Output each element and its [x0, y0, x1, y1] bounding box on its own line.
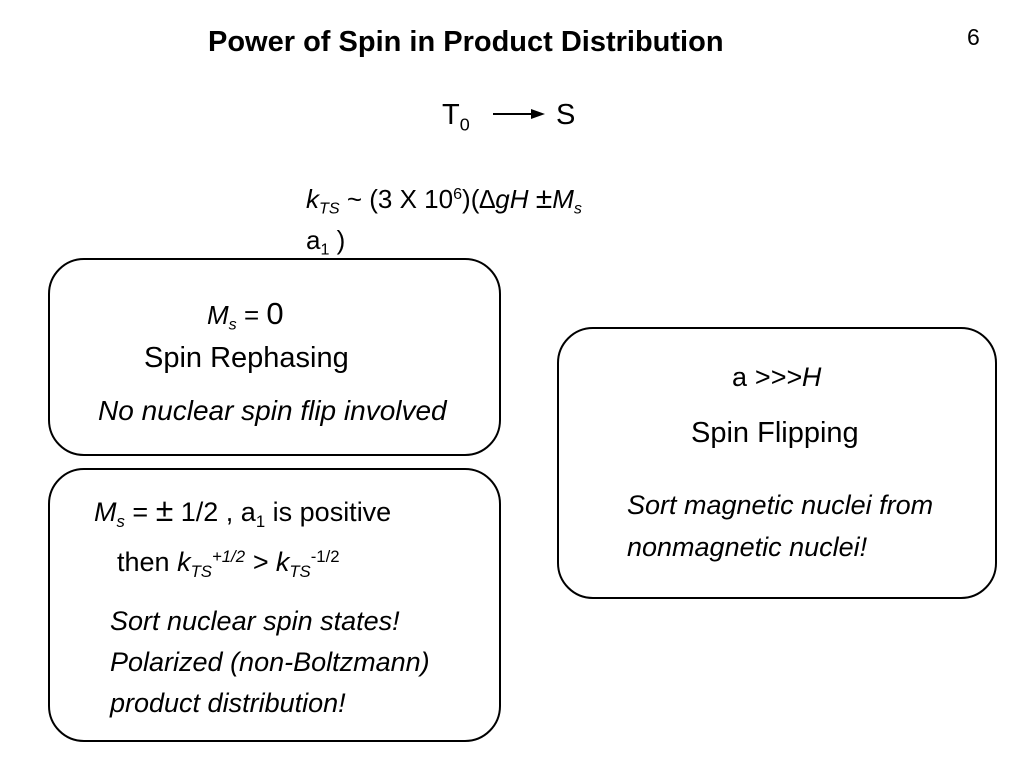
half-plus-minus: ±: [155, 492, 174, 528]
half-note-line2: Polarized (non-Boltzmann): [110, 647, 430, 677]
rate-M: M: [552, 184, 574, 214]
half-k2-sup: -1/2: [310, 546, 340, 566]
slide-title: Power of Spin in Product Distribution: [208, 26, 724, 58]
rate-M-sub: s: [573, 199, 582, 218]
flipping-op: >>>: [754, 362, 802, 392]
transition-to: S: [556, 99, 576, 131]
spin-flipping-box: [557, 327, 997, 599]
rate-end: ): [336, 225, 346, 255]
rate-parens: )(: [462, 184, 480, 214]
flipping-note-line1: Sort magnetic nuclei from: [627, 490, 934, 520]
half-tail: is positive: [272, 497, 392, 527]
rephasing-ms-sub: s: [228, 315, 237, 334]
rate-constant: ~ (3 X 10: [346, 184, 454, 214]
rate-equation-line2: a1 ): [306, 225, 346, 258]
half-note-line1: Sort nuclear spin states!: [110, 606, 400, 636]
half-k1: k: [177, 547, 191, 577]
half-k2: k: [275, 547, 290, 577]
half-ms-label: M: [94, 497, 117, 527]
arrow-right-icon: [493, 109, 545, 119]
transition-from: T0: [442, 99, 470, 134]
flipping-a: a: [732, 362, 748, 392]
half-note-line3: product distribution!: [110, 688, 346, 718]
half-gt: >: [252, 547, 269, 577]
spin-rephasing-box: [48, 258, 501, 456]
half-k2-sub: TS: [289, 561, 311, 581]
rephasing-eq: =: [243, 300, 260, 330]
rephasing-value: 0: [266, 296, 284, 331]
rate-delta: ∆: [479, 184, 496, 214]
flipping-H: H: [801, 362, 822, 392]
rephasing-ms-label: M: [207, 300, 229, 330]
half-eq: =: [132, 497, 149, 527]
half-ms-line: Ms = ± 1/2 , a1 is positive: [94, 492, 392, 530]
flipping-condition: a >>>H: [732, 364, 821, 391]
transition-from-label: T: [442, 99, 460, 131]
rate-equation-line1: kTS ~ (3 X 106)(∆gH ±Ms: [306, 182, 582, 217]
rate-a-sub: 1: [320, 240, 330, 259]
rephasing-note: No nuclear spin flip involved: [98, 395, 447, 426]
rate-gH: gH: [495, 184, 529, 214]
rate-k-sub: TS: [319, 199, 340, 218]
half-ms-sub: s: [116, 511, 125, 531]
rate-plus-minus: ±: [535, 182, 553, 215]
rephasing-title: Spin Rephasing: [144, 342, 349, 374]
flipping-title: Spin Flipping: [691, 417, 859, 449]
half-value: 1/2 , a: [180, 497, 256, 527]
half-then: then: [117, 547, 170, 577]
half-a-sub: 1: [255, 511, 266, 531]
page-number: 6: [967, 24, 980, 50]
half-k1-sub: TS: [190, 561, 212, 581]
half-k1-sup: +1/2: [211, 546, 246, 566]
transition-from-sub: 0: [459, 114, 470, 135]
rephasing-ms: Ms = 0: [207, 296, 284, 333]
rate-k: k: [306, 184, 319, 214]
rate-exponent: 6: [453, 185, 463, 204]
spin-half-box: [48, 468, 501, 742]
rate-a: a: [306, 225, 321, 255]
half-then-line: then kTS+1/2 > kTS-1/2: [117, 546, 340, 580]
flipping-note-line2: nonmagnetic nuclei!: [627, 532, 868, 562]
